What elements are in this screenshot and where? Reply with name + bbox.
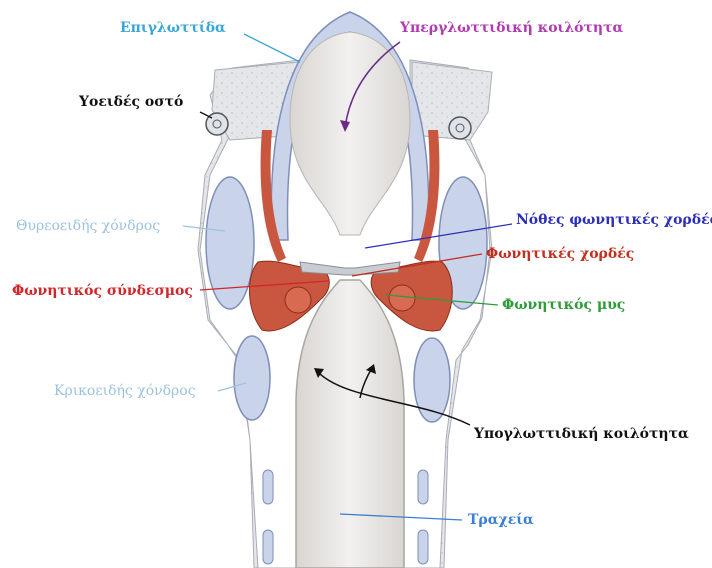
label-supraglottic-cavity: Υπεργλωττιδική κοιλότητα	[399, 20, 624, 36]
label-vocal-muscle: Φωνητικός μυς	[502, 297, 625, 313]
label-cricoid-cartilage: Κρικοειδής χόνδρος	[54, 383, 196, 399]
trachea-ring-left-1	[263, 470, 273, 504]
label-false-vocal-cords: Νόθες φωνητικές χορδές	[516, 212, 712, 228]
vocal-folds	[300, 262, 400, 275]
subglottic-lumen	[296, 280, 404, 568]
leader-epiglottis	[244, 34, 300, 62]
trachea-ring-right-1	[418, 470, 428, 504]
cricoid-cartilage-right	[414, 338, 450, 422]
right-vocal-muscle-core	[389, 285, 415, 311]
label-thyroid-cartilage: Θυρεοειδής χόνδρος	[16, 218, 160, 234]
label-epiglottis: Επιγλωττίδα	[120, 19, 226, 36]
hyoid-right	[449, 117, 471, 139]
label-subglottic-cavity: Υπογλωττιδική κοιλότητα	[473, 426, 689, 442]
label-vocal-ligament: Φωνητικός σύνδεσμος	[12, 283, 193, 299]
supraglottic-cavity	[290, 32, 410, 235]
label-vocal-cords: Φωνητικές χορδές	[486, 246, 634, 262]
left-vocal-muscle-core	[285, 287, 311, 313]
cricoid-cartilage-left	[234, 336, 270, 420]
trachea-ring-left-2	[263, 530, 273, 564]
label-hyoid-bone: Υοειδές οστό	[78, 94, 183, 110]
label-trachea: Τραχεία	[468, 511, 534, 528]
trachea-ring-right-2	[418, 530, 428, 564]
